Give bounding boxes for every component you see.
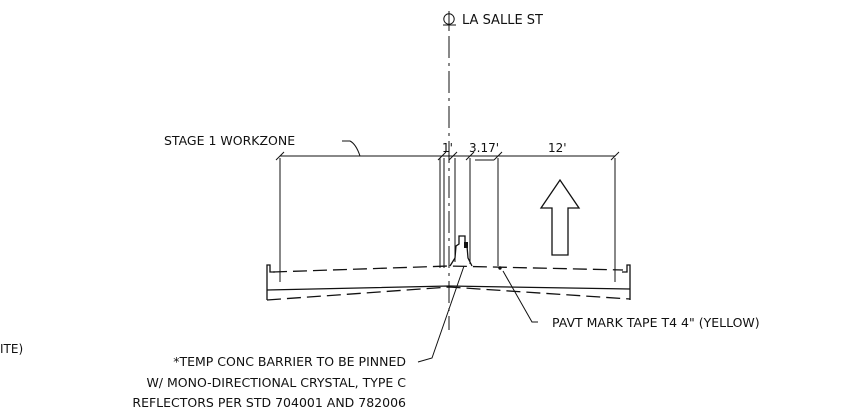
pavement-base-line <box>266 285 631 291</box>
pavement-bottom-line <box>266 286 631 301</box>
dim-barrier-width: 1' <box>442 141 453 155</box>
centerline-street-label: LA SALLE ST <box>462 13 543 28</box>
barrier-note-line1: *TEMP CONC BARRIER TO BE PINNED <box>173 354 406 369</box>
right-curb <box>622 264 631 300</box>
extension-lines <box>279 158 616 282</box>
dim-lane-width: 12' <box>548 141 567 155</box>
temp-conc-barrier <box>449 235 473 267</box>
up-arrow-icon <box>539 178 581 256</box>
barrier-leader <box>417 265 465 363</box>
barrier-note-line2: W/ MONO-DIRECTIONAL CRYSTAL, TYPE C <box>146 375 406 390</box>
barrier-note-line3: REFLECTORS PER STD 704001 AND 782006 <box>132 395 406 410</box>
dim-buffer-width: 3.17' <box>469 141 499 155</box>
centerline-symbol <box>443 11 456 31</box>
left-curb <box>266 264 275 300</box>
left-cutoff-label: ITE) <box>0 342 23 356</box>
dimension-line <box>275 151 620 161</box>
workzone-label: STAGE 1 WORKZONE <box>164 133 295 148</box>
pavt-mark-label: PAVT MARK TAPE T4 4" (YELLOW) <box>552 315 760 330</box>
pavt-mark-point <box>498 266 502 270</box>
pavement-top-surface <box>272 265 624 273</box>
pavt-mark-leader <box>502 270 538 323</box>
workzone-leader <box>342 140 361 157</box>
